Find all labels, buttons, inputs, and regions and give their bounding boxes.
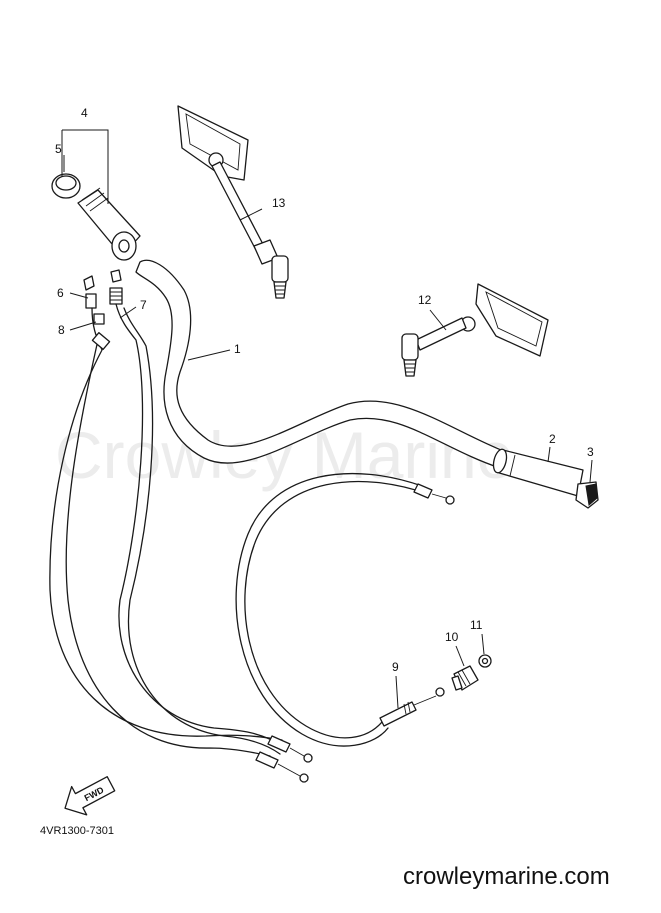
clutch-adjuster[interactable]	[451, 665, 479, 691]
callout-12: 12	[418, 293, 432, 307]
diagram-code: 4VR1300-7301	[40, 825, 114, 837]
callout-8: 8	[58, 323, 65, 337]
callout-2: 2	[549, 432, 556, 446]
callout-numbers: 1 2 3 4 5 6 7 8 9 10 11 12 13	[55, 106, 594, 674]
callout-10: 10	[445, 630, 459, 644]
callout-4: 4	[81, 106, 88, 120]
callout-11: 11	[470, 618, 483, 632]
right-mirror[interactable]	[401, 283, 549, 377]
callout-1: 1	[234, 342, 241, 356]
callout-5: 5	[55, 142, 62, 156]
bar-end-weight[interactable]	[575, 481, 599, 509]
leader-lines	[61, 129, 593, 709]
throttle-grip[interactable]	[77, 187, 141, 261]
website-text: crowleymarine.com	[403, 863, 610, 890]
callout-13: 13	[272, 196, 286, 210]
callout-7: 7	[140, 298, 147, 312]
clutch-lock-nut[interactable]	[478, 654, 492, 668]
left-mirror[interactable]	[177, 105, 289, 299]
clutch-cable[interactable]	[235, 472, 455, 747]
cable-fitting	[91, 332, 313, 783]
callout-3: 3	[587, 445, 594, 459]
cable-adjuster-right[interactable]	[109, 269, 123, 305]
throttle-cables[interactable]	[49, 303, 313, 783]
callout-6: 6	[57, 286, 64, 300]
callout-9: 9	[392, 660, 399, 674]
cable-adjuster-left[interactable]	[83, 275, 105, 325]
fwd-arrow: FWD	[64, 776, 116, 816]
grip-collar[interactable]	[51, 173, 81, 199]
